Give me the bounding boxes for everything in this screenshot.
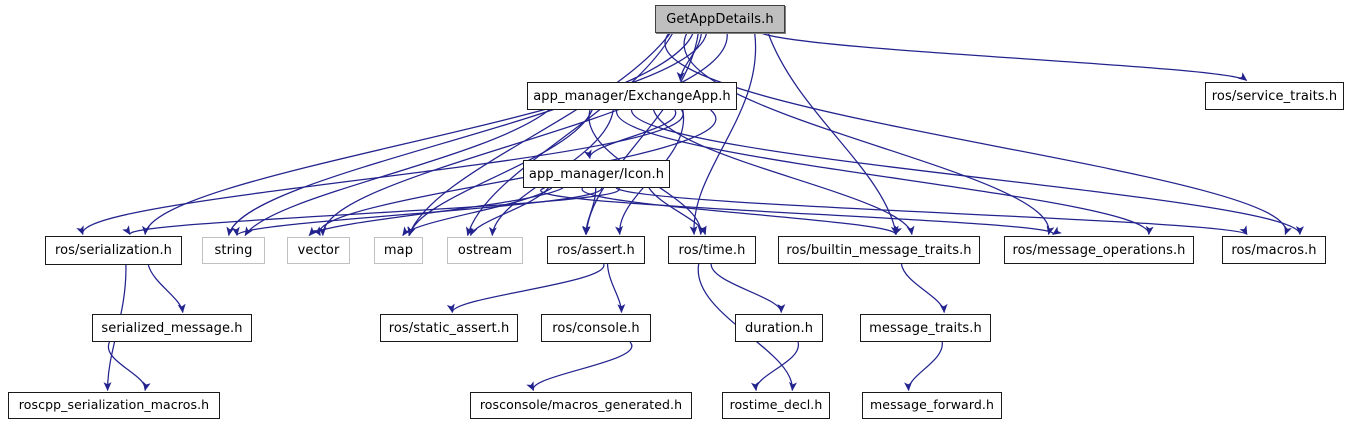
node-messageForward[interactable]: message_forward.h (862, 392, 1002, 419)
edge-icon-to-assert (581, 187, 597, 236)
edge-getappdetails-to-serialization (142, 32, 708, 236)
edge-serializedMsg-to-roscppSerMacros (107, 341, 151, 392)
node-label: duration.h (744, 320, 814, 336)
edge-getappdetails-to-messageOps (683, 32, 1055, 236)
node-label: rostime_decl.h (729, 397, 823, 413)
node-icon[interactable]: app_manager/Icon.h (523, 160, 670, 188)
node-vector[interactable]: vector (287, 237, 350, 264)
edge-icon-to-string (232, 187, 603, 237)
edge-icon-to-vector (308, 187, 564, 236)
node-label: map (383, 243, 414, 258)
node-label: ros/builtin_message_traits.h (786, 242, 972, 258)
edge-getappdetails-to-exchangeApp (676, 32, 703, 82)
edge-icon-to-macros (615, 187, 1248, 236)
node-label: ros/static_assert.h (388, 320, 510, 336)
node-serializedMsg[interactable]: serialized_message.h (92, 314, 252, 342)
node-label: serialized_message.h (101, 320, 243, 336)
edge-icon-to-map (402, 187, 553, 236)
node-label: app_manager/ExchangeApp.h (533, 88, 731, 104)
edge-exchangeApp-to-icon (583, 109, 677, 160)
node-label: ros/time.h (678, 242, 746, 258)
node-label: ros/serialization.h (54, 243, 173, 258)
edge-icon-to-time (648, 187, 707, 236)
edge-getappdetails-to-macros (664, 32, 1292, 236)
edge-getappdetails-to-serviceTraits (760, 32, 1248, 82)
node-ostream[interactable]: ostream (447, 237, 523, 264)
node-messageOps[interactable]: ros/message_operations.h (1004, 236, 1194, 264)
edge-getappdetails-to-string (226, 32, 694, 237)
node-duration[interactable]: duration.h (735, 314, 823, 342)
node-rosconsoleMacros[interactable]: rosconsole/macros_generated.h (470, 392, 692, 419)
node-messageTraits[interactable]: message_traits.h (860, 314, 991, 342)
edge-getappdetails-to-time (689, 32, 757, 236)
edge-getappdetails-to-vector (318, 32, 728, 237)
node-map[interactable]: map (374, 237, 423, 264)
node-getappdetails[interactable]: GetAppDetails.h (655, 5, 785, 33)
node-assert[interactable]: ros/assert.h (547, 236, 645, 264)
node-label: string (214, 243, 253, 258)
node-console[interactable]: ros/console.h (541, 314, 651, 342)
edge-builtinTraits-to-messageTraits (900, 263, 948, 314)
edge-paths (76, 32, 1304, 392)
node-label: roscpp_serialization_macros.h (18, 397, 210, 413)
node-time[interactable]: ros/time.h (668, 236, 756, 264)
edge-exchangeApp-to-macros (630, 109, 1304, 236)
node-label: GetAppDetails.h (666, 11, 774, 27)
edge-getappdetails-to-builtinTraits (767, 32, 899, 236)
node-rostimeDecl[interactable]: rostime_decl.h (722, 392, 830, 419)
node-label: ros/service_traits.h (1211, 88, 1338, 104)
edge-exchangeApp-to-messageOps (616, 109, 1154, 236)
edge-exchangeApp-to-serialization (76, 109, 684, 236)
node-staticAssert[interactable]: ros/static_assert.h (380, 314, 518, 342)
node-serialization[interactable]: ros/serialization.h (45, 236, 182, 265)
edge-icon-to-ostream (469, 187, 549, 237)
node-label: vector (297, 243, 340, 258)
edge-icon-to-serialization (122, 187, 620, 236)
node-label: message_forward.h (870, 397, 994, 413)
node-label: ros/assert.h (557, 242, 635, 258)
edge-console-to-rosconsoleMacros (526, 341, 633, 392)
node-label: rosconsole/macros_generated.h (479, 397, 683, 413)
edge-time-to-duration (710, 263, 786, 314)
node-macros[interactable]: ros/macros.h (1222, 236, 1326, 264)
edge-icon-to-messageOps (540, 187, 1062, 236)
edge-assert-to-staticAssert (447, 263, 605, 314)
edge-icon-to-builtinTraits (581, 187, 903, 236)
node-label: ros/console.h (552, 320, 640, 336)
edge-exchangeApp-to-map (407, 109, 593, 237)
node-builtinTraits[interactable]: ros/builtin_message_traits.h (778, 236, 980, 264)
edge-duration-to-rostimeDecl (750, 341, 799, 392)
node-string[interactable]: string (202, 237, 265, 264)
edge-exchangeApp-to-builtinTraits (653, 109, 915, 236)
edge-serialization-to-serializedMsg (147, 264, 186, 314)
edge-assert-to-console (606, 263, 626, 314)
node-serviceTraits[interactable]: ros/service_traits.h (1205, 82, 1344, 110)
node-label: ros/message_operations.h (1012, 242, 1186, 258)
node-label: ostream (457, 243, 513, 258)
edge-messageTraits-to-messageForward (904, 341, 943, 392)
node-roscppSerMacros[interactable]: roscpp_serialization_macros.h (8, 392, 220, 419)
node-label: ros/macros.h (1231, 242, 1317, 258)
node-label: app_manager/Icon.h (528, 166, 665, 182)
node-exchangeApp[interactable]: app_manager/ExchangeApp.h (527, 82, 737, 110)
node-label: message_traits.h (869, 320, 982, 336)
